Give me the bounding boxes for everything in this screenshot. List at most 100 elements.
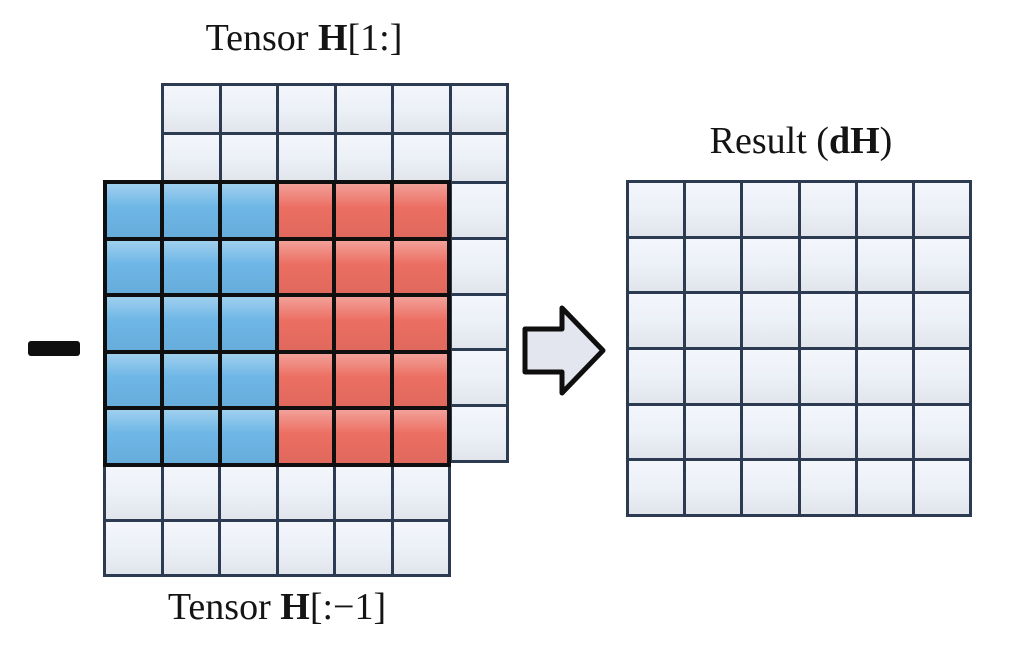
cell-empty (221, 135, 276, 181)
cell-empty (800, 461, 855, 514)
cell-empty (743, 350, 798, 403)
label-prefix: Result ( (709, 120, 829, 162)
cell-empty (451, 86, 506, 132)
minus-operator-icon (28, 341, 80, 356)
cell-empty (686, 405, 741, 459)
cell-empty (106, 467, 161, 519)
cell-empty (221, 86, 276, 132)
cell-red-overlap (336, 184, 390, 237)
label-bold: H (280, 586, 310, 628)
cell-red-overlap (336, 297, 390, 350)
cell-blue-overlap (107, 240, 161, 294)
cell-empty (743, 461, 798, 514)
cell-empty (451, 135, 506, 181)
label-suffix: [:−1] (309, 586, 387, 628)
label-bold: dH (828, 120, 880, 162)
cell-empty (164, 86, 219, 132)
cell-empty (279, 86, 334, 132)
cell-empty (800, 238, 855, 292)
label-bold: H (317, 17, 348, 59)
cell-empty (914, 405, 969, 459)
cell-empty (451, 239, 506, 293)
cell-red-overlap (393, 240, 447, 294)
cell-blue-overlap (107, 353, 161, 407)
right-arrow-icon (522, 305, 606, 396)
cell-empty (686, 183, 741, 236)
cell-empty (451, 184, 506, 237)
cell-blue-overlap (164, 240, 218, 294)
cell-red-overlap (336, 410, 390, 463)
cell-empty (743, 238, 798, 292)
cell-empty (629, 405, 684, 459)
cell-empty (451, 351, 506, 405)
cell-empty (164, 135, 219, 181)
tensor-h-lower-grid (103, 464, 451, 577)
cell-red-overlap (336, 240, 390, 294)
cell-blue-overlap (221, 240, 275, 294)
cell-red-overlap (393, 353, 447, 407)
cell-blue-overlap (107, 297, 161, 350)
cell-empty (857, 405, 912, 459)
cell-empty (629, 183, 684, 236)
cell-empty (451, 295, 506, 349)
cell-blue-overlap (221, 184, 275, 237)
cell-empty (629, 350, 684, 403)
cell-red-overlap (393, 410, 447, 463)
cell-empty (221, 467, 276, 519)
cell-empty (800, 183, 855, 236)
cell-blue-overlap (107, 410, 161, 463)
cell-empty (393, 467, 448, 519)
cell-empty (686, 350, 741, 403)
right-arrow-shape (522, 305, 606, 396)
cell-empty (163, 467, 218, 519)
cell-blue-overlap (164, 184, 218, 237)
cell-empty (800, 405, 855, 459)
cell-empty (278, 467, 333, 519)
cell-empty (279, 135, 334, 181)
cell-empty (336, 467, 391, 519)
cell-empty (743, 183, 798, 236)
label-prefix: Tensor (205, 17, 318, 59)
cell-red-overlap (393, 297, 447, 350)
cell-red-overlap (393, 184, 447, 237)
cell-blue-overlap (107, 184, 161, 237)
tensor-h-upper-label: Tensor H[1:] (130, 16, 478, 62)
cell-empty (393, 522, 448, 574)
cell-red-overlap (278, 240, 333, 294)
cell-empty (629, 461, 684, 514)
cell-empty (914, 294, 969, 347)
cell-empty (163, 522, 218, 574)
cell-blue-overlap (221, 297, 275, 350)
cell-red-overlap (336, 353, 390, 407)
cell-empty (857, 461, 912, 514)
cell-red-overlap (278, 297, 333, 350)
cell-empty (857, 294, 912, 347)
cell-empty (336, 135, 391, 181)
cell-blue-overlap (164, 410, 218, 463)
cell-blue-overlap (221, 353, 275, 407)
cell-empty (800, 350, 855, 403)
cell-empty (336, 86, 391, 132)
cell-empty (857, 238, 912, 292)
result-label: Result (dH) (628, 119, 974, 165)
cell-blue-overlap (164, 297, 218, 350)
cell-empty (394, 86, 449, 132)
cell-empty (278, 522, 333, 574)
cell-empty (857, 183, 912, 236)
result-grid (626, 180, 972, 517)
cell-empty (221, 522, 276, 574)
cell-empty (106, 522, 161, 574)
cell-empty (336, 522, 391, 574)
label-suffix: ) (879, 120, 893, 162)
cell-empty (914, 238, 969, 292)
cell-empty (686, 238, 741, 292)
cell-empty (394, 135, 449, 181)
cell-red-overlap (278, 353, 333, 407)
tensor-h-lower-label: Tensor H[:−1] (103, 585, 451, 631)
cell-empty (914, 461, 969, 514)
cell-empty (743, 405, 798, 459)
cell-red-overlap (278, 184, 333, 237)
cell-empty (743, 294, 798, 347)
cell-empty (629, 238, 684, 292)
